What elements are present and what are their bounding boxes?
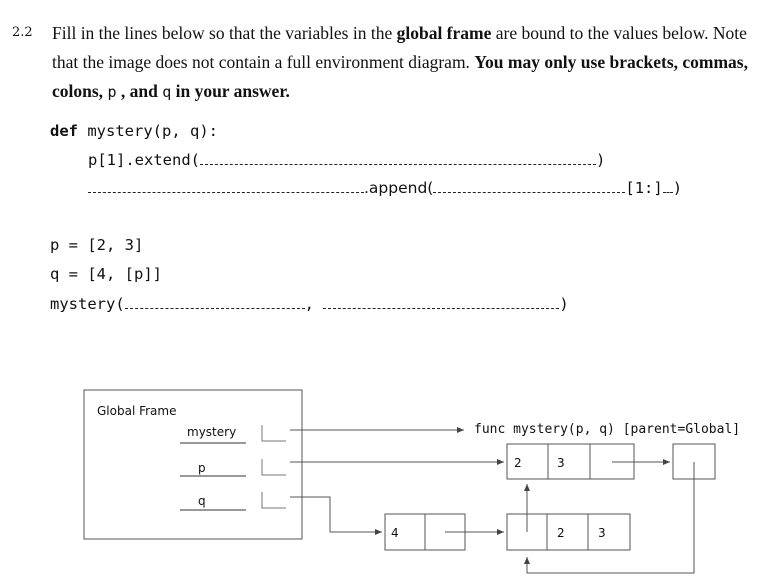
- extend-call: p[1].extend(: [88, 151, 200, 169]
- func-label: func mystery(p, q) [parent=Global]: [474, 422, 740, 437]
- list-inner-val-2: 3: [598, 526, 606, 540]
- list-inner-cell-2: [587, 513, 631, 551]
- prompt-bold-end: in your answer.: [171, 81, 290, 101]
- list-q-val-0: 4: [391, 526, 399, 540]
- prompt-p: p: [107, 83, 117, 101]
- def-signature: mystery(p, q):: [78, 122, 218, 140]
- list-p-cell-1: [547, 443, 591, 480]
- list-inner-cell-1: [546, 513, 589, 551]
- code-line-append: .append( [1:]): [88, 178, 682, 198]
- prompt-bold-global-frame: global frame: [396, 23, 492, 43]
- extend-close: ): [595, 151, 606, 169]
- prompt-bold-constraint: You may only use brackets, commas, colon…: [52, 52, 748, 101]
- blank-slice-end[interactable]: [662, 178, 673, 193]
- var-mystery: mystery: [187, 425, 236, 439]
- append-call: .append(: [364, 179, 434, 197]
- list-p-val-0: 2: [514, 456, 522, 470]
- append-close: ): [672, 179, 683, 197]
- code-line-q: q = [4, [p]]: [50, 265, 162, 283]
- code-line-mystery-call: mystery(, ): [50, 294, 569, 314]
- question-number: 2.2: [12, 25, 33, 40]
- list-q-cell-0: [384, 513, 426, 551]
- arrow-right-to-inner: [524, 462, 695, 574]
- prompt-text-2: are bound to the values below. Note that…: [52, 23, 747, 72]
- mystery-call-comma: ,: [304, 295, 324, 313]
- prompt-bold-and: , and: [116, 81, 163, 101]
- prompt-q: q: [162, 83, 172, 101]
- global-frame-title: Global Frame: [97, 404, 176, 418]
- question-prompt: Fill in the lines below so that the vari…: [52, 19, 774, 107]
- list-p-val-1: 3: [557, 456, 565, 470]
- append-slice: [1:]: [625, 179, 663, 197]
- p-value-box: [261, 459, 286, 476]
- code-line-extend: p[1].extend(): [88, 150, 605, 170]
- mystery-value-box: [261, 425, 286, 442]
- blank-append-arg[interactable]: [433, 178, 626, 193]
- q-value-box: [261, 492, 286, 509]
- mystery-call-close: ): [559, 295, 569, 313]
- arrow-q-to-list: [290, 496, 382, 535]
- prompt-text-1: Fill in the lines below so that the vari…: [52, 23, 397, 43]
- global-frame-box: [83, 389, 303, 540]
- blank-mystery-arg2[interactable]: [323, 294, 560, 309]
- list-p-cell-0: [506, 443, 549, 480]
- code-line-def: def mystery(p, q):: [50, 121, 218, 141]
- blank-mystery-arg1[interactable]: [124, 294, 305, 309]
- blank-extend-arg[interactable]: [199, 150, 596, 165]
- var-q: q: [198, 494, 206, 508]
- list-inner-val-1: 2: [557, 526, 565, 540]
- code-line-p: p = [2, 3]: [50, 236, 144, 254]
- blank-append-target[interactable]: [88, 178, 364, 193]
- def-keyword: def: [50, 122, 78, 140]
- mystery-call-open: mystery(: [50, 295, 125, 313]
- var-p: p: [198, 461, 206, 475]
